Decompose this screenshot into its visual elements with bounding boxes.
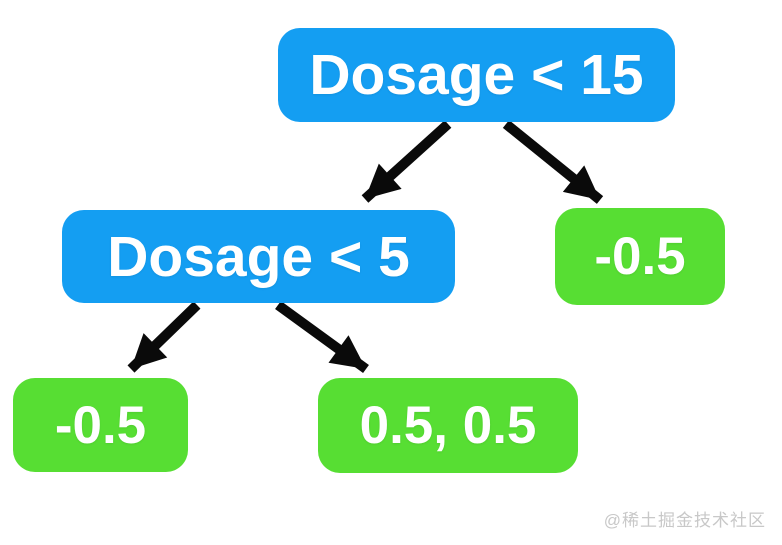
edge-root-to-dosage5 xyxy=(361,120,452,203)
tree-node-dosage-lt-15: Dosage < 15 xyxy=(278,28,675,122)
tree-leaf-0-5-0-5: 0.5, 0.5 xyxy=(318,378,578,473)
tree-node-dosage-lt-5: Dosage < 5 xyxy=(62,210,455,303)
edge-root-to-leaf-right xyxy=(502,120,604,204)
tree-node-label: Dosage < 15 xyxy=(309,43,644,107)
tree-leaf-neg-0-5-right: -0.5 xyxy=(555,208,725,305)
tree-node-label: -0.5 xyxy=(594,227,686,286)
tree-node-label: Dosage < 5 xyxy=(107,224,410,289)
watermark-juejin-community: @稀土掘金技术社区 xyxy=(603,511,766,530)
tree-node-label: 0.5, 0.5 xyxy=(359,396,537,455)
edge-dosage5-to-leaf-mid xyxy=(275,300,369,374)
edge-dosage5-to-leaf-left xyxy=(127,301,201,373)
tree-leaf-neg-0-5-left: -0.5 xyxy=(13,378,188,472)
tree-node-label: -0.5 xyxy=(54,395,147,455)
